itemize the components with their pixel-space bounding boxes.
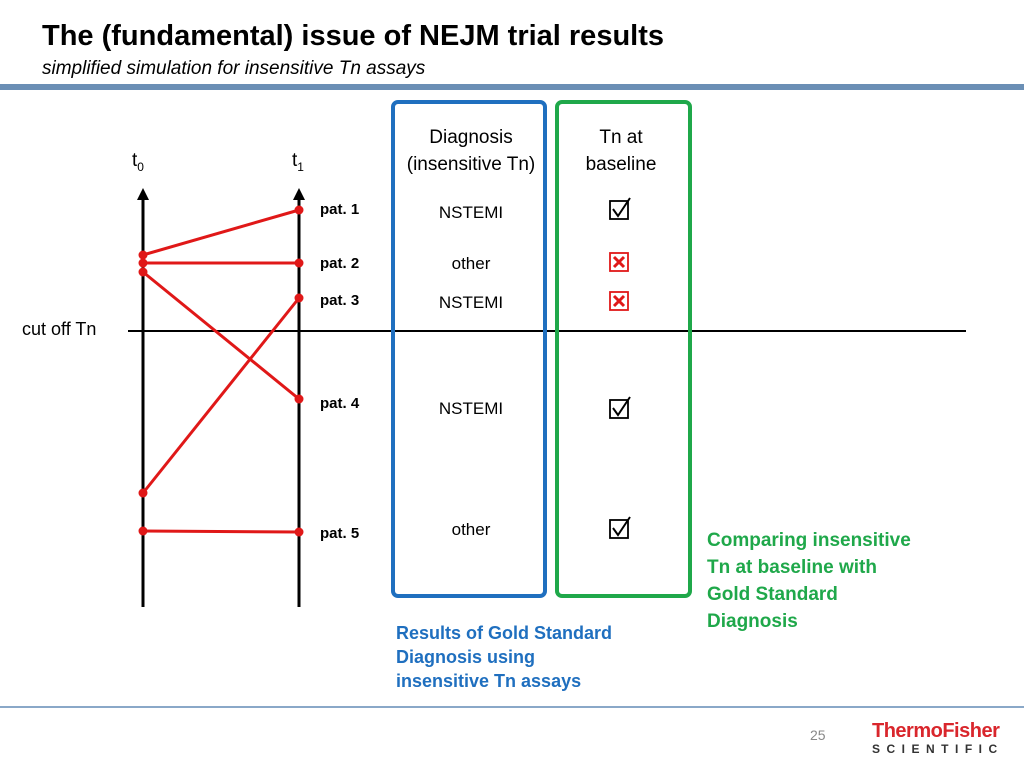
- baseline-box: [555, 100, 692, 598]
- pat-1-label: pat. 1: [320, 201, 359, 218]
- logo-subtitle: SCIENTIFIC: [872, 742, 1004, 756]
- pat-3-t1-point: [294, 293, 304, 303]
- pat-2-t0-point: [138, 258, 148, 268]
- simulation-diagram: t0 t1 cut off Tn pat. 1 pat. 2 pat. 3 pa…: [22, 100, 966, 607]
- pat-5-diagnosis: other: [452, 520, 491, 539]
- logo-wordmark: ThermoFisher: [872, 720, 1000, 742]
- pat-1-t1-point: [294, 205, 304, 215]
- t1-label: t1: [292, 150, 304, 174]
- pat-4-t0-point: [138, 267, 148, 277]
- pat-3-label: pat. 3: [320, 292, 359, 309]
- page-number: 25: [810, 727, 826, 743]
- pat-5-t1-point: [294, 527, 304, 537]
- thermofisher-logo: ThermoFisher SCIENTIFIC: [872, 720, 1012, 764]
- pat-4-trajectory: [142, 270, 300, 401]
- pat-4-t1-point: [294, 394, 304, 404]
- pat-1-check-icon: [609, 197, 631, 220]
- pat-1-trajectory: [142, 208, 300, 257]
- pat-3-diagnosis: NSTEMI: [439, 293, 503, 312]
- comparison-caption: Comparing insensitive Tn at baseline wit…: [707, 530, 911, 632]
- pat-1-diagnosis: NSTEMI: [439, 203, 503, 222]
- pat-4-label: pat. 4: [320, 395, 360, 412]
- pat-1-t0-point: [138, 250, 148, 260]
- cutoff-label: cut off Tn: [22, 319, 96, 339]
- pat-5-label: pat. 5: [320, 525, 359, 542]
- diagnosis-header-line2: (insensitive Tn): [407, 154, 535, 175]
- baseline-header-line2: baseline: [586, 154, 657, 175]
- footer-rule: [0, 706, 1024, 708]
- pat-5-trajectory: [142, 529, 300, 534]
- t0-axis-arrowhead: [137, 188, 149, 200]
- page-title: The (fundamental) issue of NEJM trial re…: [42, 20, 664, 52]
- baseline-header-line1: Tn at: [599, 127, 643, 148]
- pat-4-diagnosis: NSTEMI: [439, 399, 503, 418]
- pat-4-check-icon: [609, 396, 631, 419]
- diagnosis-header-line1: Diagnosis: [429, 127, 512, 148]
- pat-2-label: pat. 2: [320, 255, 359, 272]
- pat-2-cross-icon: [609, 252, 629, 272]
- pat-3-t0-point: [138, 488, 148, 498]
- pat-3-trajectory: [141, 297, 301, 494]
- gold-standard-caption: Results of Gold Standard Diagnosis using…: [396, 623, 613, 691]
- patient-trajectories: [141, 208, 301, 534]
- header-rule: [0, 84, 1024, 90]
- diagnosis-box: [391, 100, 547, 598]
- patient-points: [138, 205, 304, 537]
- pat-5-check-icon: [609, 516, 631, 539]
- t1-axis-arrowhead: [293, 188, 305, 200]
- pat-2-t1-point: [294, 258, 304, 268]
- t0-label: t0: [132, 150, 144, 174]
- page-subtitle: simplified simulation for insensitive Tn…: [42, 58, 426, 79]
- pat-5-t0-point: [138, 526, 148, 536]
- pat-3-cross-icon: [609, 291, 629, 311]
- pat-2-diagnosis: other: [452, 254, 491, 273]
